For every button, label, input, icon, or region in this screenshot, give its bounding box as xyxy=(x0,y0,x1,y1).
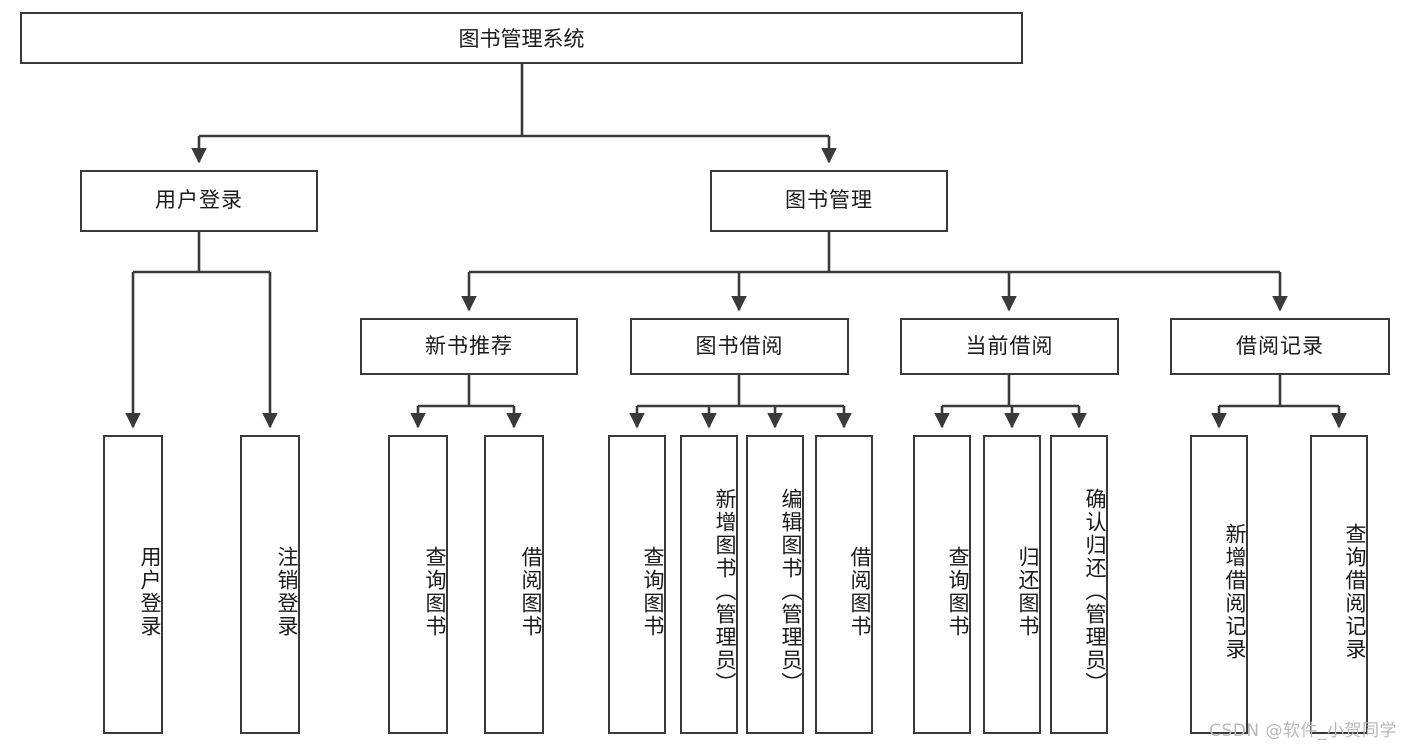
csdn-watermark: CSDN @软件_小贺同学 xyxy=(1209,721,1397,741)
node-leaf-confirm-return[interactable]: 确认归还（管理员） xyxy=(1050,435,1108,734)
node-leaf-add-book-label: 新增图书（管理员） xyxy=(713,488,737,695)
node-root[interactable]: 图书管理系统 xyxy=(20,12,1023,64)
node-leaf-rec-query-book[interactable]: 查询图书 xyxy=(388,435,448,734)
node-leaf-user-login-label: 用户登录 xyxy=(138,545,162,638)
node-current-borrow[interactable]: 当前借阅 xyxy=(900,318,1119,375)
node-leaf-query-record[interactable]: 查询借阅记录 xyxy=(1310,435,1368,734)
node-leaf-return-book[interactable]: 归还图书 xyxy=(983,435,1041,734)
node-leaf-add-record[interactable]: 新增借阅记录 xyxy=(1190,435,1248,734)
node-leaf-user-logout[interactable]: 注销登录 xyxy=(240,435,300,734)
node-leaf-query-record-label: 查询借阅记录 xyxy=(1343,522,1367,661)
node-leaf-rec-query-book-label: 查询图书 xyxy=(423,545,447,638)
node-new-book-rec[interactable]: 新书推荐 xyxy=(360,318,578,375)
node-book-manage-label: 图书管理 xyxy=(785,188,873,213)
node-leaf-borrow-book-label: 借阅图书 xyxy=(848,545,872,638)
node-user-login-label: 用户登录 xyxy=(155,188,243,213)
node-new-book-rec-label: 新书推荐 xyxy=(425,333,513,358)
node-leaf-user-login[interactable]: 用户登录 xyxy=(103,435,163,734)
node-leaf-rec-borrow-book[interactable]: 借阅图书 xyxy=(484,435,544,734)
node-leaf-cur-query-book-label: 查询图书 xyxy=(946,545,970,638)
node-borrow-record-label: 借阅记录 xyxy=(1236,333,1324,358)
node-leaf-borrow-query-book-label: 查询图书 xyxy=(641,545,665,638)
node-leaf-confirm-return-label: 确认归还（管理员） xyxy=(1083,488,1107,695)
node-leaf-edit-book[interactable]: 编辑图书（管理员） xyxy=(746,435,804,734)
node-leaf-user-logout-label: 注销登录 xyxy=(275,545,299,638)
node-book-borrow[interactable]: 图书借阅 xyxy=(630,318,849,375)
node-book-manage[interactable]: 图书管理 xyxy=(710,170,948,232)
node-user-login[interactable]: 用户登录 xyxy=(80,170,318,232)
node-book-borrow-label: 图书借阅 xyxy=(695,333,784,358)
node-leaf-edit-book-label: 编辑图书（管理员） xyxy=(779,488,803,695)
node-current-borrow-label: 当前借阅 xyxy=(965,333,1054,358)
node-leaf-add-record-label: 新增借阅记录 xyxy=(1223,522,1247,661)
node-leaf-borrow-query-book[interactable]: 查询图书 xyxy=(608,435,666,734)
node-root-label: 图书管理系统 xyxy=(458,27,585,51)
node-leaf-return-book-label: 归还图书 xyxy=(1016,545,1040,638)
node-leaf-add-book[interactable]: 新增图书（管理员） xyxy=(680,435,738,734)
node-leaf-borrow-book[interactable]: 借阅图书 xyxy=(815,435,873,734)
node-leaf-cur-query-book[interactable]: 查询图书 xyxy=(913,435,971,734)
node-borrow-record[interactable]: 借阅记录 xyxy=(1170,318,1390,375)
node-leaf-rec-borrow-book-label: 借阅图书 xyxy=(519,545,543,638)
